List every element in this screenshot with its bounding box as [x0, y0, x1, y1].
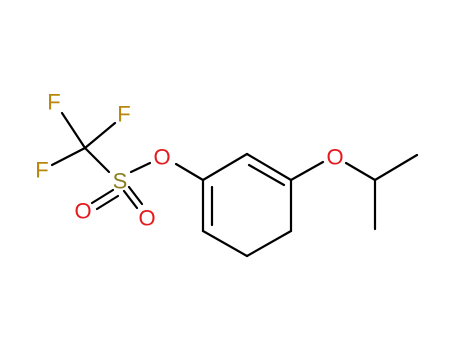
bond-c-f1 [60, 111, 87, 150]
atom-f1-label: F [47, 90, 60, 115]
ring-bond-c2-c3-a [245, 152, 293, 182]
bond-c-f2 [83, 121, 117, 150]
ring-bond-c4-c5 [245, 229, 293, 258]
atom-f3-label: F [35, 158, 48, 183]
atom-o-ether-label: O [326, 145, 343, 170]
bond-s-o2-a [122, 189, 139, 210]
ring-bond-c1-c2 [201, 152, 249, 182]
bond-o-c1 [174, 162, 205, 182]
bond-c-f3 [50, 146, 87, 167]
bond-ch-me1 [373, 153, 419, 182]
ring-bond-c5-c6 [201, 229, 249, 258]
atom-o-sulfonyl-1-label: O [74, 199, 91, 224]
bond-s-o2-b [127, 185, 144, 206]
bond-s-o1-a [90, 188, 115, 205]
atom-labels: F F F S O O O O [35, 90, 343, 231]
bond-s-o1-b [95, 194, 120, 211]
atom-o-sulfonyl-2-label: O [138, 206, 155, 231]
bond-s-o-link [129, 161, 152, 174]
bond-c-s [83, 146, 111, 174]
bonds [50, 111, 419, 258]
atom-f2-label: F [117, 102, 130, 127]
ring-bond-c2-c3-b [247, 163, 286, 187]
bond-c3-o-ether [289, 160, 325, 182]
bond-o-ch [344, 161, 377, 182]
atom-s-label: S [113, 169, 128, 194]
atom-o-link-label: O [153, 145, 170, 170]
